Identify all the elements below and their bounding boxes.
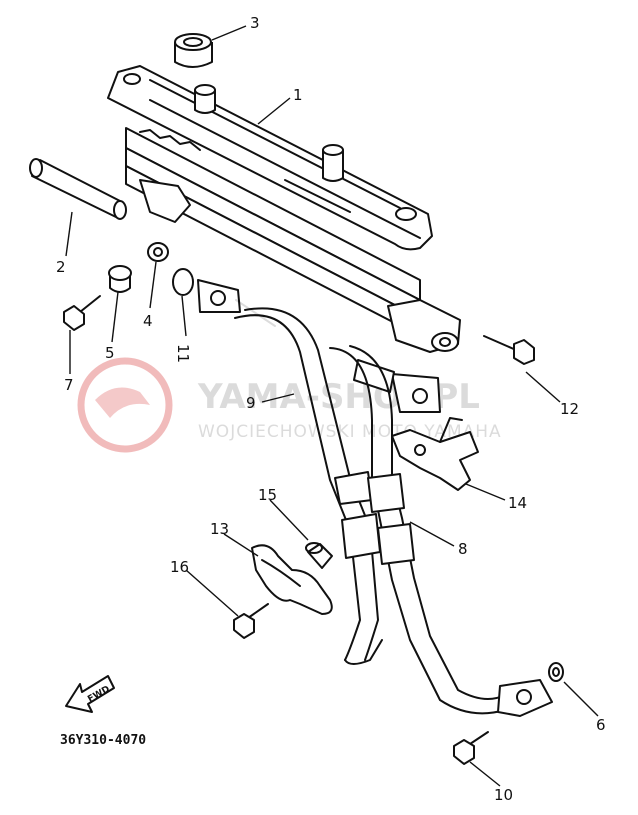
callout-7: 7 <box>64 376 74 394</box>
oil-cooler <box>107 65 461 353</box>
leader-lines <box>65 25 599 787</box>
callout-5: 5 <box>105 344 115 362</box>
rubber-sleeve <box>29 158 127 220</box>
bolt-12 <box>483 335 535 365</box>
callout-labels: 3 1 2 4 5 7 11 9 12 14 8 15 13 16 6 10 <box>56 14 606 804</box>
washer-6 <box>548 662 564 682</box>
o-ring <box>172 268 194 296</box>
watermark-logo <box>77 357 173 453</box>
callout-3: 3 <box>250 14 260 32</box>
collar-15 <box>305 542 333 569</box>
callout-13: 13 <box>210 520 229 538</box>
callout-9: 9 <box>246 394 256 412</box>
bolt-7 <box>63 295 101 331</box>
callout-15: 15 <box>258 486 277 504</box>
forward-arrow-icon: FWD <box>65 675 115 713</box>
callout-12: 12 <box>560 400 579 418</box>
callout-2: 2 <box>56 258 66 276</box>
bracket-14 <box>391 417 479 491</box>
callout-10: 10 <box>494 786 513 804</box>
callout-1: 1 <box>293 86 303 104</box>
collar <box>147 242 169 262</box>
callout-16: 16 <box>170 558 189 576</box>
hose-8 <box>329 345 553 717</box>
callout-11: 11 <box>174 344 192 363</box>
part-code: 36Y310-4070 <box>60 733 146 748</box>
hose-9 <box>197 279 383 665</box>
callout-6: 6 <box>596 716 606 734</box>
callout-14: 14 <box>508 494 527 512</box>
bolt-16 <box>233 603 269 639</box>
grommet <box>174 33 213 68</box>
clamp-13 <box>251 544 333 615</box>
watermark-logo-mark <box>95 387 150 418</box>
callout-4: 4 <box>143 312 153 330</box>
callout-8: 8 <box>458 540 468 558</box>
spacer <box>108 265 132 293</box>
bolt-10 <box>453 731 489 765</box>
